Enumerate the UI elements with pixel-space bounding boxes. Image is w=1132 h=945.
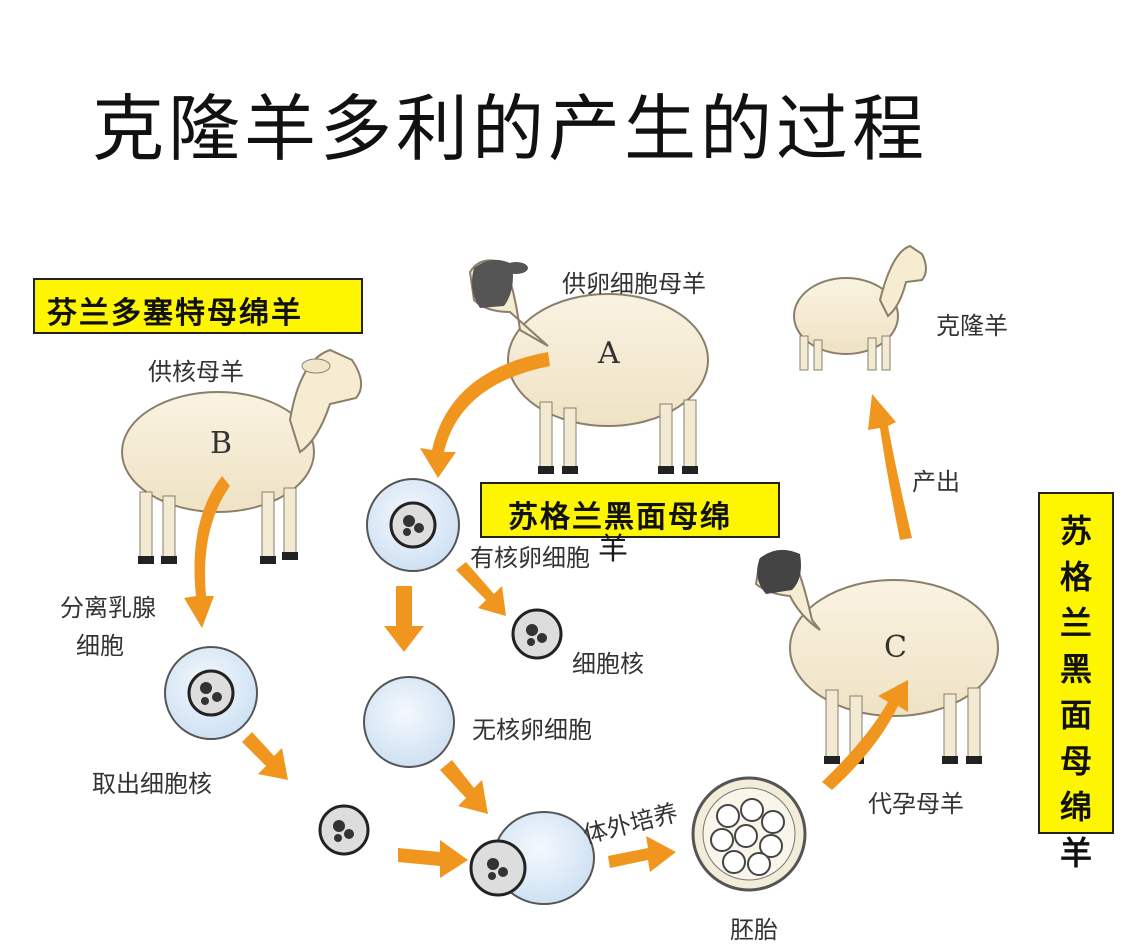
embryo	[691, 776, 807, 892]
sheep-b	[121, 348, 363, 564]
process-arrows	[184, 352, 912, 878]
sheep-c-letter: C	[884, 630, 907, 665]
egg-nucleus	[511, 608, 563, 660]
nucleated-egg-cell	[366, 478, 460, 572]
scottish-blackface-vertical-box: 苏格兰黑面母绵羊	[1038, 492, 1114, 872]
label-nucleus-donor: 供核母羊	[148, 358, 244, 386]
label-separate-mammary-2: 细胞	[76, 632, 124, 660]
label-separate-mammary-1: 分离乳腺	[60, 594, 156, 622]
sheep-a	[468, 259, 709, 474]
label-embryo: 胚胎	[730, 916, 778, 944]
label-surrogate: 代孕母羊	[868, 790, 964, 818]
clone-sheep	[793, 244, 927, 371]
vertical-box-text: 苏格兰黑面母绵羊	[1059, 512, 1092, 872]
enucleated-egg-cell	[363, 676, 455, 768]
mammary-cell	[164, 646, 258, 740]
donor-nucleus	[318, 804, 370, 856]
label-egg-donor: 供卵细胞母羊	[562, 270, 706, 298]
label-enucleated-egg: 无核卵细胞	[472, 716, 592, 744]
label-born: 产出	[912, 468, 960, 496]
label-cell-nucleus: 细胞核	[572, 650, 644, 678]
scottish-blackface-ewe-box: 苏格兰黑面母绵	[480, 482, 780, 538]
sheep-b-letter: B	[210, 426, 233, 461]
finnish-dorset-ewe-box: 芬兰多塞特母绵羊	[33, 278, 363, 334]
scottish-box-suffix: 羊	[598, 532, 628, 567]
label-clone: 克隆羊	[936, 312, 1008, 340]
label-nucleated-egg: 有核卵细胞	[470, 544, 590, 572]
sheep-a-letter: A	[598, 336, 620, 371]
page-title: 克隆羊多利的产生的过程	[92, 87, 929, 171]
label-extract-nucleus: 取出细胞核	[92, 770, 212, 798]
fused-cell	[469, 811, 595, 905]
